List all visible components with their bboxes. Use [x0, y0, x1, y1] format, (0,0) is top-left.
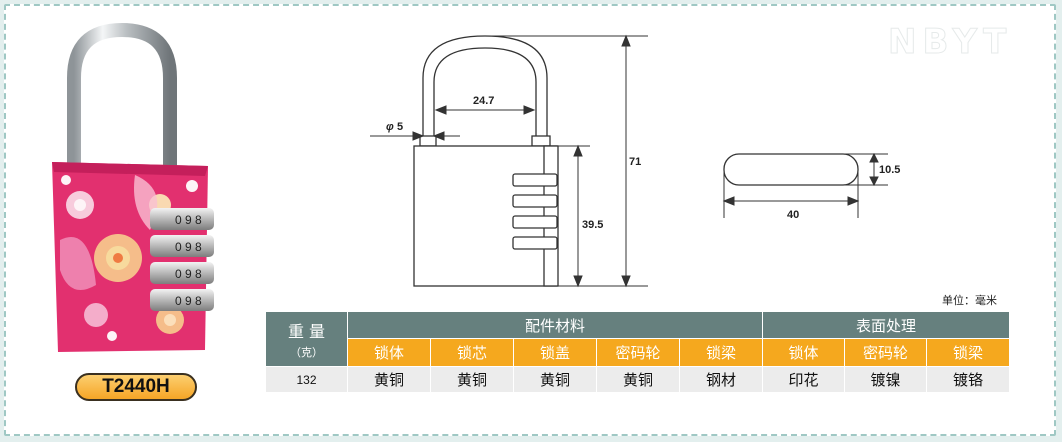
surface-value: 镀铬 [925, 366, 1011, 393]
dim-body-height: 39.5 [582, 219, 603, 231]
surface-value: 印花 [762, 366, 845, 393]
drawing-profile [723, 153, 859, 186]
material-col-header: 密码轮 [596, 338, 680, 367]
material-value: 黄铜 [513, 366, 597, 393]
spec-table: 重 量 （克） 配件材料 表面处理 锁体 锁芯 锁盖 密码轮 锁梁 锁体 密码轮… [265, 311, 1011, 393]
dim-overall-height: 71 [629, 156, 641, 168]
dim-profile-thickness: 10.5 [879, 164, 900, 176]
table-row: 132 黄铜 黄铜 黄铜 黄铜 钢材 印花 镀镍 镀铬 [265, 366, 1011, 393]
unit-note: 单位：毫米 [942, 294, 997, 307]
surface-col-header: 锁体 [762, 338, 845, 367]
material-value: 黄铜 [347, 366, 431, 393]
material-value: 黄铜 [596, 366, 680, 393]
technical-drawing: 24.7 φ 5 71 39.5 10.5 40 [370, 34, 900, 288]
dim-profile-width: 40 [787, 209, 799, 221]
weight-header: 重 量 （克） [265, 311, 348, 367]
weight-label: 重 量 [287, 322, 326, 341]
material-value: 钢材 [679, 366, 763, 393]
surface-col-header: 密码轮 [844, 338, 927, 367]
material-col-header: 锁梁 [679, 338, 763, 367]
model-badge: T2440H [75, 373, 197, 401]
material-value: 黄铜 [430, 366, 514, 393]
dim-diameter-symbol: φ [386, 121, 394, 133]
surface-value: 镀镍 [844, 366, 927, 393]
dim-shackle-inner-width: 24.7 [473, 95, 494, 107]
dim-shackle-diameter: 5 [397, 121, 403, 133]
svg-text:0 9 8: 0 9 8 [175, 294, 202, 308]
materials-group-header: 配件材料 [347, 311, 763, 339]
product-photo: 0 9 8 0 9 8 0 9 8 0 9 8 [52, 22, 214, 352]
svg-text:0 9 8: 0 9 8 [175, 240, 202, 254]
material-col-header: 锁盖 [513, 338, 597, 367]
brand-watermark: NBYT [887, 22, 1013, 63]
material-col-header: 锁体 [347, 338, 431, 367]
weight-unit: （克） [290, 346, 323, 359]
combination-wheels: 0 9 8 0 9 8 0 9 8 0 9 8 [150, 208, 214, 311]
svg-text:0 9 8: 0 9 8 [175, 213, 202, 227]
surface-group-header: 表面处理 [761, 311, 1011, 339]
material-col-header: 锁芯 [430, 338, 514, 367]
weight-value: 132 [265, 366, 348, 393]
svg-text:0 9 8: 0 9 8 [175, 267, 202, 281]
shackle-shape [67, 22, 177, 185]
surface-col-header: 锁梁 [925, 338, 1011, 367]
